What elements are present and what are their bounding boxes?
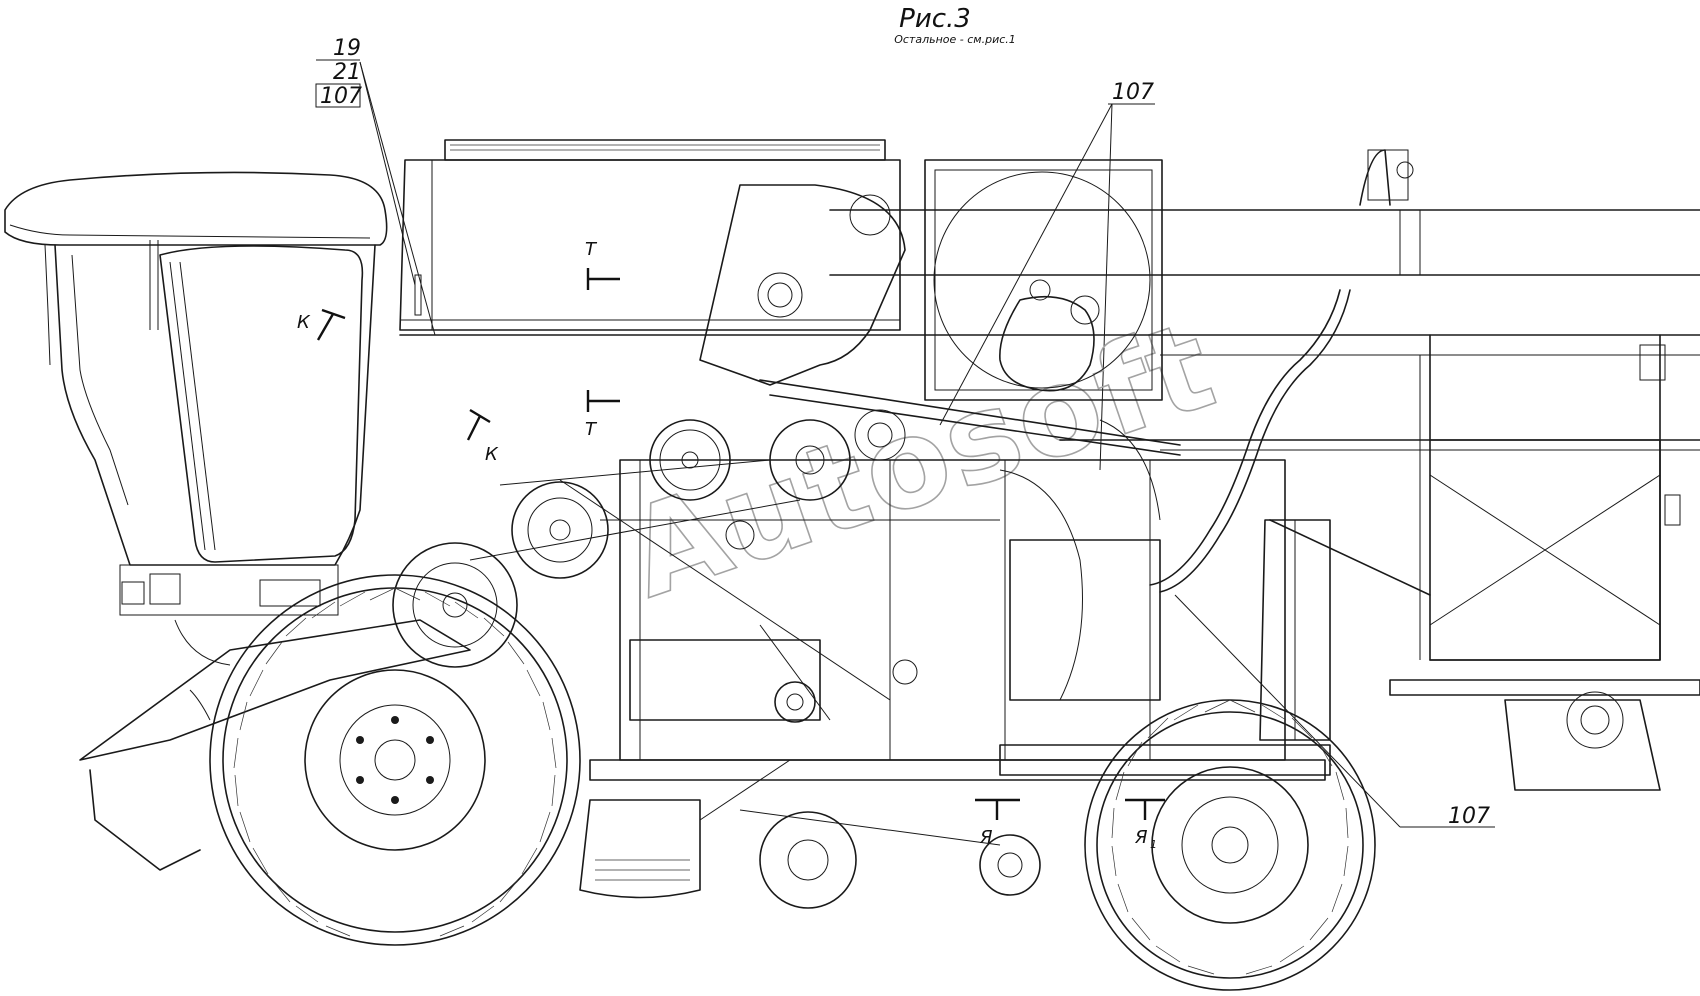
- section-ya: Я: [979, 827, 993, 848]
- section-k-upper: К: [297, 312, 311, 333]
- section-t-lower: Т: [585, 419, 598, 440]
- section-ya1: Я: [1134, 827, 1148, 848]
- callout-stack-19-21-107: 19 21 107: [315, 36, 436, 336]
- body-frame: Т К: [399, 334, 1700, 781]
- front-wheel: [209, 574, 581, 946]
- section-k-lower: К: [485, 444, 499, 465]
- callout-19: 19: [333, 36, 361, 61]
- cabin: К: [4, 171, 388, 616]
- callout-107-top: 107: [939, 80, 1155, 471]
- auger-housing: [699, 184, 1181, 461]
- fan-guard: [924, 159, 1163, 401]
- hoses: [999, 289, 1351, 701]
- header-feeder: [79, 619, 471, 871]
- callout-107-right-label: 107: [1448, 804, 1490, 829]
- unloading-auger: [829, 149, 1700, 276]
- figure-title: Рис.3: [899, 4, 971, 34]
- callout-107-box: 107: [320, 84, 362, 109]
- callout-107-top-label: 107: [1112, 80, 1154, 105]
- rear-panel: [1269, 334, 1700, 791]
- grain-tank: Т: [399, 139, 901, 331]
- callout-107-right: 107: [1174, 594, 1495, 829]
- figure-subtitle: Остальное - см.рис.1: [894, 33, 1016, 46]
- lower-mechanism: Я: [579, 759, 1041, 909]
- rear-wheel: Я 1: [1084, 699, 1376, 991]
- callout-21: 21: [333, 60, 361, 85]
- pulleys: [392, 419, 918, 723]
- section-ya1-subscript: 1: [1150, 838, 1157, 851]
- section-t-upper: Т: [585, 239, 598, 260]
